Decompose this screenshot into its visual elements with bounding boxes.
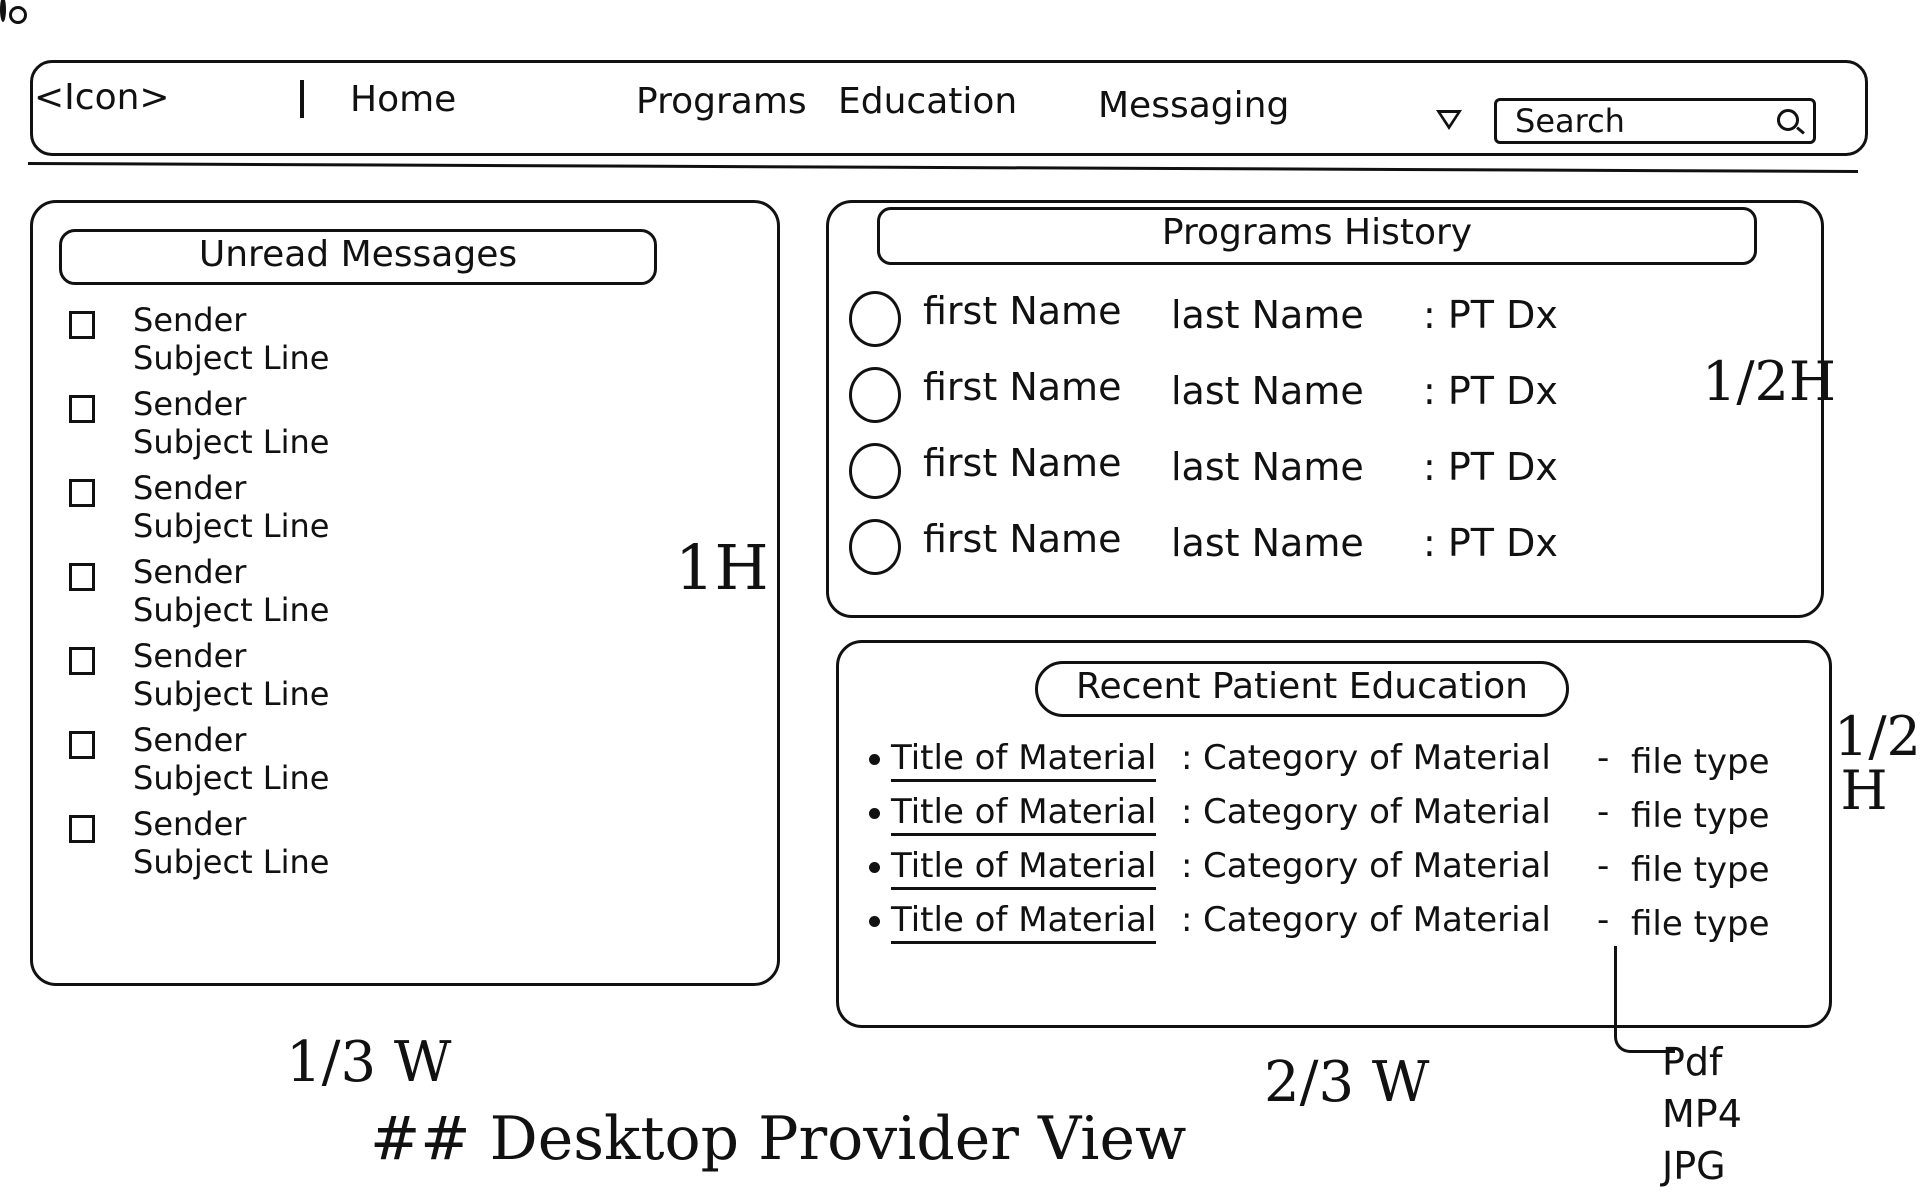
material-file-type: file type <box>1631 742 1770 782</box>
program-radio[interactable] <box>849 519 901 575</box>
messages-height-note: 1H <box>675 531 769 604</box>
patient-last-name: last Name <box>1171 445 1364 489</box>
top-navbar <box>30 60 1868 156</box>
programs-height-note: 1/2H <box>1702 350 1836 413</box>
nav-link-messaging[interactable]: Messaging <box>1098 85 1290 126</box>
message-checkbox[interactable] <box>69 395 95 423</box>
material-file-type: file type <box>1631 850 1770 890</box>
patient-education-panel: Recent Patient Education Title of Materi… <box>836 640 1832 1028</box>
separator: : <box>1181 900 1193 940</box>
message-subject: Subject Line <box>133 759 330 797</box>
education-height-note-top: 1/2 <box>1834 705 1920 768</box>
search-box[interactable] <box>1494 98 1816 144</box>
file-type-option: Pdf <box>1662 1040 1723 1084</box>
file-type-callout-line <box>1614 946 1675 1053</box>
material-file-type: file type <box>1631 796 1770 836</box>
patient-first-name: first Name <box>923 441 1122 485</box>
user-icon[interactable] <box>0 0 6 22</box>
program-radio[interactable] <box>849 443 901 499</box>
search-input[interactable] <box>1515 103 1765 139</box>
patient-diagnosis: : PT Dx <box>1423 293 1558 337</box>
patient-diagnosis: : PT Dx <box>1423 445 1558 489</box>
file-type-option: JPG <box>1662 1144 1726 1188</box>
bullet-icon <box>869 808 880 819</box>
bullet-icon <box>869 862 880 873</box>
message-sender: Sender <box>133 301 247 339</box>
patient-first-name: first Name <box>923 289 1122 333</box>
message-checkbox[interactable] <box>69 731 95 759</box>
message-checkbox[interactable] <box>69 311 95 339</box>
message-subject: Subject Line <box>133 675 330 713</box>
patient-last-name: last Name <box>1171 521 1364 565</box>
separator: - <box>1597 792 1610 832</box>
triangle-down-icon[interactable] <box>1436 110 1462 130</box>
view-caption: ## Desktop Provider View <box>370 1104 1187 1174</box>
separator: - <box>1597 846 1610 886</box>
message-sender: Sender <box>133 385 247 423</box>
message-sender: Sender <box>133 469 247 507</box>
message-subject: Subject Line <box>133 423 330 461</box>
unread-messages-title: Unread Messages <box>59 229 657 285</box>
patient-first-name: first Name <box>923 365 1122 409</box>
bullet-icon <box>869 916 880 927</box>
message-sender: Sender <box>133 805 247 843</box>
programs-history-panel: Programs History first Name last Name : PT… <box>826 200 1824 618</box>
left-column-width-note: 1/3 W <box>286 1030 452 1095</box>
program-radio[interactable] <box>849 291 901 347</box>
message-subject: Subject Line <box>133 339 330 377</box>
material-category: Category of Material <box>1203 846 1551 886</box>
nav-link-programs[interactable]: Programs <box>636 81 807 122</box>
search-icon[interactable] <box>1777 109 1799 131</box>
education-height-note-bottom: H <box>1840 759 1888 822</box>
message-sender: Sender <box>133 637 247 675</box>
message-checkbox[interactable] <box>69 563 95 591</box>
message-checkbox[interactable] <box>69 479 95 507</box>
separator: : <box>1181 846 1193 886</box>
separator: : <box>1181 792 1193 832</box>
material-title-link[interactable]: Title of Material <box>891 791 1157 836</box>
message-sender: Sender <box>133 721 247 759</box>
navbar-underline <box>27 162 1858 173</box>
file-type-options: Pdf MP4 JPG <box>1662 1036 1742 1192</box>
patient-education-title: Recent Patient Education <box>1035 661 1569 717</box>
material-file-type: file type <box>1631 904 1770 944</box>
program-radio[interactable] <box>849 367 901 423</box>
separator: - <box>1597 900 1610 940</box>
message-subject: Subject Line <box>133 843 330 881</box>
message-sender: Sender <box>133 553 247 591</box>
nav-divider <box>300 80 304 118</box>
material-title-link[interactable]: Title of Material <box>891 737 1157 782</box>
patient-last-name: last Name <box>1171 293 1364 337</box>
app-logo[interactable]: <Icon> <box>34 77 170 118</box>
message-checkbox[interactable] <box>69 815 95 843</box>
education-height-note: 1/2 H <box>1834 705 1920 822</box>
separator: : <box>1181 738 1193 778</box>
nav-link-home[interactable]: Home <box>350 79 457 120</box>
patient-diagnosis: : PT Dx <box>1423 369 1558 413</box>
right-column-width-note: 2/3 W <box>1264 1050 1430 1115</box>
patient-diagnosis: : PT Dx <box>1423 521 1558 565</box>
message-subject: Subject Line <box>133 507 330 545</box>
bullet-icon <box>869 754 880 765</box>
material-category: Category of Material <box>1203 900 1551 940</box>
message-checkbox[interactable] <box>69 647 95 675</box>
patient-last-name: last Name <box>1171 369 1364 413</box>
separator: - <box>1597 738 1610 778</box>
material-category: Category of Material <box>1203 738 1551 778</box>
nav-link-education[interactable]: Education <box>838 81 1018 122</box>
file-type-option: MP4 <box>1662 1092 1742 1136</box>
programs-history-title: Programs History <box>877 207 1757 265</box>
material-title-link[interactable]: Title of Material <box>891 845 1157 890</box>
material-category: Category of Material <box>1203 792 1551 832</box>
material-title-link[interactable]: Title of Material <box>891 899 1157 944</box>
message-subject: Subject Line <box>133 591 330 629</box>
patient-first-name: first Name <box>923 517 1122 561</box>
